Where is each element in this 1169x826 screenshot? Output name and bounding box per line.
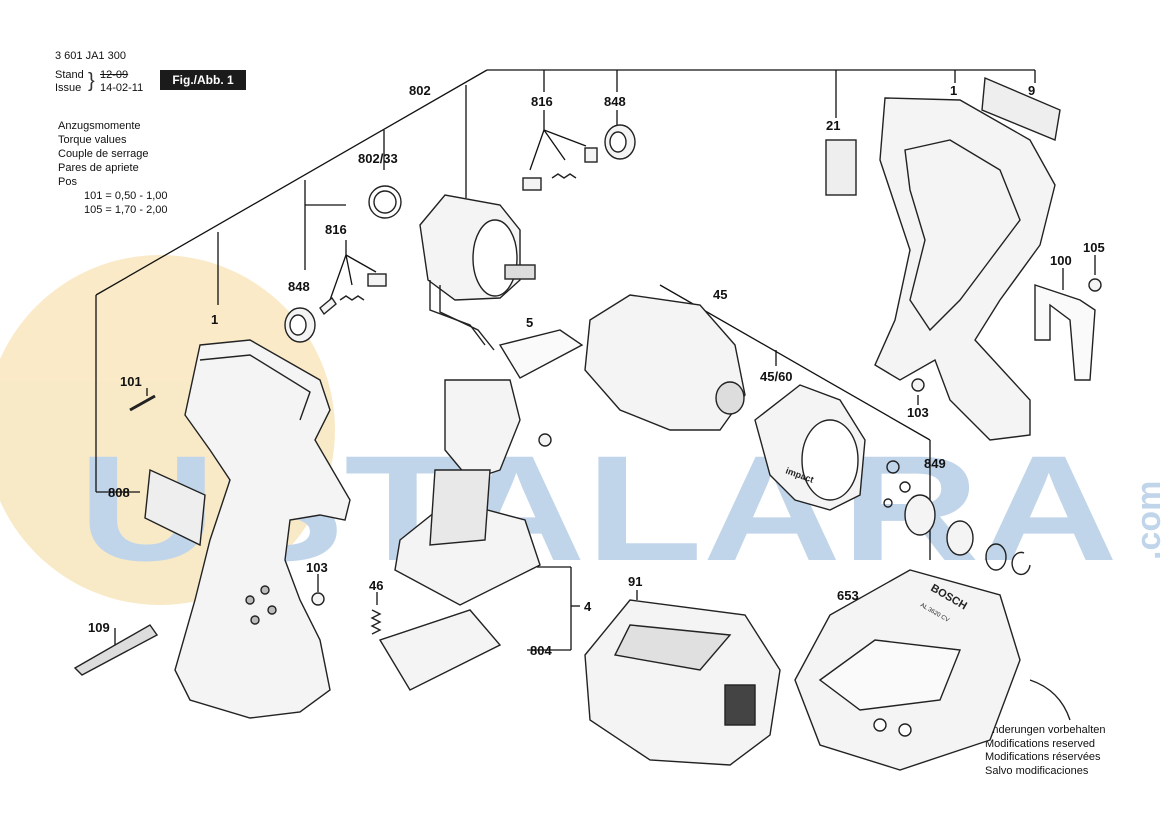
callout-5: 5 — [526, 315, 533, 330]
torque-value-101: 101 = 0,50 - 1,00 — [84, 190, 168, 202]
callout-802: 802 — [409, 83, 431, 98]
torque-title-en: Torque values — [58, 134, 127, 146]
spring-46 — [370, 609, 382, 635]
issue-label: Issue — [55, 82, 82, 94]
callout-109: 109 — [88, 620, 110, 635]
modifications-notice: Änderungen vorbehalten Modifications res… — [985, 724, 1105, 778]
nut-103-left — [311, 592, 325, 606]
torque-value-105: 105 = 1,70 - 2,00 — [84, 204, 168, 216]
watermark-suffix: .com — [1130, 481, 1168, 560]
clip-100 — [1034, 284, 1096, 381]
callout-848-top: 848 — [604, 94, 626, 109]
callout-4: 4 — [584, 599, 592, 614]
callout-816-top: 816 — [531, 94, 553, 109]
callout-1-right: 1 — [950, 83, 957, 98]
electronics-module — [444, 379, 521, 481]
screw-101 — [129, 394, 156, 412]
stand-label: Stand — [55, 69, 84, 81]
collar-849 — [904, 494, 936, 536]
callout-91: 91 — [628, 574, 642, 589]
callout-45-60: 45/60 — [760, 369, 793, 384]
callout-849: 849 — [924, 456, 946, 471]
callout-802-33: 802/33 — [358, 151, 398, 166]
issue-date: 14-02-11 — [100, 82, 144, 94]
brush-816-top — [522, 177, 542, 191]
callout-9: 9 — [1028, 83, 1035, 98]
callout-653: 653 — [837, 588, 859, 603]
screw-105 — [1088, 278, 1102, 292]
plate-808 — [144, 468, 206, 547]
o-ring-802-33 — [368, 185, 402, 219]
callout-numbers: 802 816 848 1 9 802/33 21 816 848 1 101 … — [88, 83, 1105, 658]
brush-816-left — [367, 273, 387, 287]
callout-21: 21 — [826, 118, 840, 133]
switch-cover-5 — [498, 329, 584, 379]
washer-849 — [985, 543, 1007, 571]
torque-title-fr: Couple de serrage — [58, 148, 149, 160]
callout-103-right: 103 — [907, 405, 929, 420]
brace: } — [88, 70, 95, 92]
parts: impact BOSCH AL 3620 CV — [73, 76, 1102, 771]
callout-804: 804 — [530, 643, 552, 658]
callout-808: 808 — [108, 485, 130, 500]
plate-804 — [378, 609, 502, 691]
callout-105: 105 — [1083, 240, 1105, 255]
doc-number: 3 601 JA1 300 — [55, 50, 126, 62]
modifications-en: Modifications reserved — [985, 737, 1096, 750]
figure-label: Fig./Abb. 1 — [160, 70, 246, 90]
ring-849-a — [886, 460, 900, 474]
callout-45: 45 — [713, 287, 727, 302]
modifications-de: Änderungen vorbehalten — [985, 724, 1106, 736]
spring-849 — [946, 520, 974, 556]
circlip-849 — [1011, 551, 1031, 576]
bit-109 — [73, 624, 159, 676]
callout-101: 101 — [120, 374, 142, 389]
callout-46: 46 — [369, 578, 383, 593]
leader-lines — [95, 69, 1096, 651]
housing-left-1 — [174, 339, 351, 719]
callout-103-left: 103 — [306, 560, 328, 575]
battery-91 — [584, 599, 781, 766]
stand-date: 12-09 — [100, 69, 129, 81]
nut-103-right — [911, 378, 925, 392]
torque-title-de: Anzugsmomente — [58, 120, 141, 132]
callout-100: 100 — [1050, 253, 1072, 268]
torque-values-block: Anzugsmomente Torque values Couple de se… — [58, 119, 167, 217]
torque-title-es: Pares de apriete — [58, 162, 139, 174]
callout-848-left: 848 — [288, 279, 310, 294]
modifications-es: Salvo modificaciones — [985, 764, 1089, 777]
plate-21 — [825, 139, 857, 196]
housing-right-1 — [874, 97, 1056, 441]
callout-816-left: 816 — [325, 222, 347, 237]
callout-1-left: 1 — [211, 312, 218, 327]
torque-pos-label: Pos — [58, 176, 77, 188]
plate-9 — [981, 76, 1061, 141]
modifications-fr: Modifications réservées — [985, 751, 1101, 763]
